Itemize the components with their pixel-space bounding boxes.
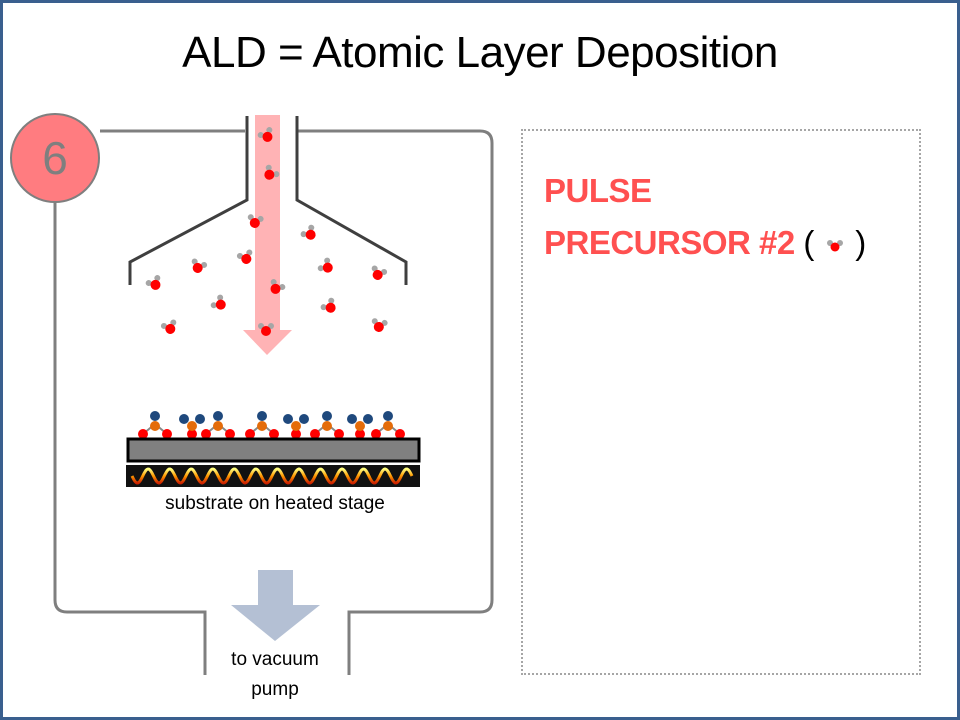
chamber-wall-left <box>53 129 245 675</box>
surface-species <box>138 411 405 439</box>
water-molecule <box>210 294 226 310</box>
step-heading-line1: PULSE <box>544 172 652 209</box>
gas-inlet-showerhead <box>128 116 408 285</box>
substrate <box>126 437 421 463</box>
step-heading-precursor: PRECURSOR #2 <box>544 224 795 261</box>
surface-species <box>347 414 373 439</box>
water-molecule <box>371 265 388 280</box>
step-heading-line2: PRECURSOR #2 ( ) <box>544 217 866 269</box>
slide-title: ALD = Atomic Layer Deposition <box>182 28 778 77</box>
step-description-panel: PULSE PRECURSOR #2 ( ) <box>521 129 921 675</box>
paren-close: ) <box>855 224 866 261</box>
surface-species <box>201 411 235 439</box>
water-molecule-icon <box>826 240 843 252</box>
water-molecule <box>247 214 264 228</box>
water-molecule <box>236 249 253 264</box>
water-molecule <box>371 318 388 332</box>
water-molecule <box>258 323 274 336</box>
surface-species <box>245 411 279 439</box>
pump-caption-line2: pump <box>251 679 299 700</box>
surface-species <box>138 411 172 439</box>
chamber-wall-right <box>297 129 494 675</box>
water-molecule <box>270 279 286 294</box>
surface-species <box>283 414 309 439</box>
pump-caption-line1: to vacuum <box>231 649 319 670</box>
water-molecule <box>160 319 177 334</box>
water-molecule <box>300 224 316 240</box>
water-molecule <box>264 164 280 180</box>
step-heading: PULSE PRECURSOR #2 ( ) <box>544 165 866 269</box>
heated-stage <box>126 465 420 487</box>
gas-molecules <box>145 127 388 336</box>
pump-arrow <box>231 570 320 641</box>
water-molecule <box>320 297 336 313</box>
step-number-badge: 6 <box>10 113 100 203</box>
surface-species <box>371 411 405 439</box>
pump-caption: to vacuum pump <box>200 645 350 705</box>
precursor-flow-arrow <box>243 115 292 355</box>
paren-open: ( <box>803 224 814 261</box>
surface-species <box>310 411 344 439</box>
surface-species <box>179 414 205 439</box>
water-molecule <box>145 275 161 290</box>
water-molecule <box>191 258 208 273</box>
substrate-caption: substrate on heated stage <box>165 493 385 514</box>
water-molecule <box>317 257 333 273</box>
water-molecule <box>257 127 273 142</box>
